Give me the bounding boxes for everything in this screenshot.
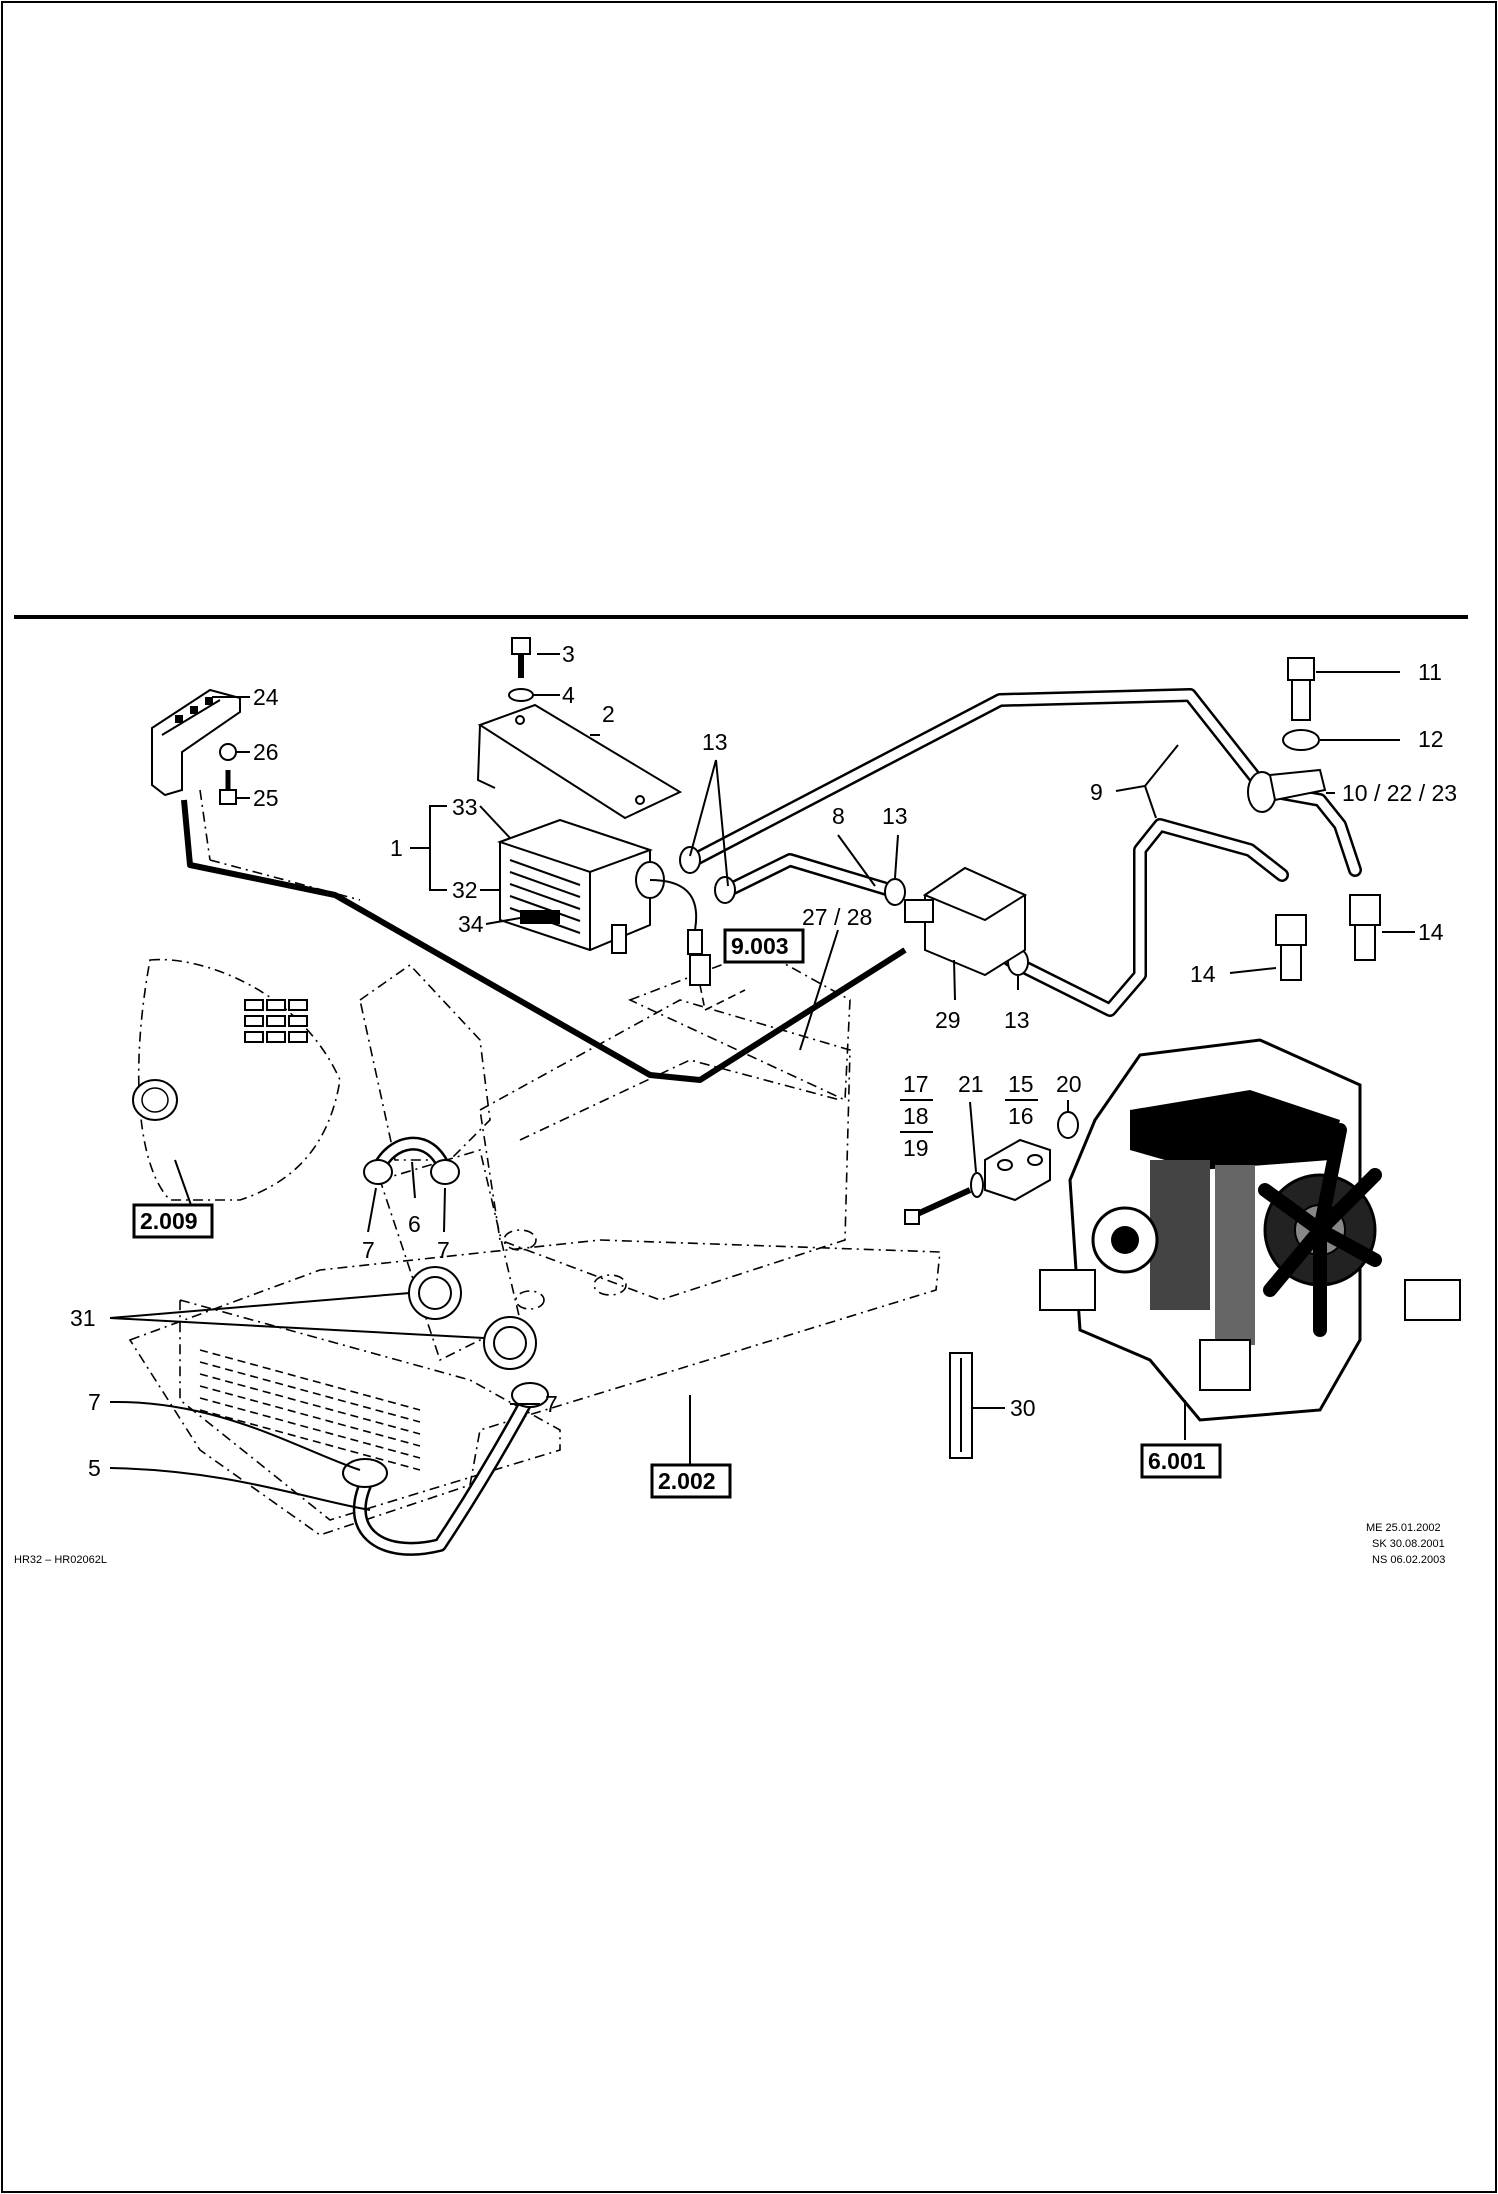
callout-3: 3 bbox=[562, 641, 575, 667]
washer-26 bbox=[219, 743, 237, 761]
washer-4 bbox=[508, 688, 534, 702]
callout-13-mid: 13 bbox=[882, 803, 908, 829]
callout-10-22-23: 10 / 22 / 23 bbox=[1342, 780, 1457, 806]
ref-6-001: 6.001 bbox=[1148, 1448, 1206, 1474]
revision-2: SK 30.08.2001 bbox=[1372, 1538, 1445, 1550]
cover-plate bbox=[476, 703, 683, 820]
washer-12 bbox=[1282, 729, 1320, 751]
heater-unit bbox=[496, 818, 703, 955]
callout-27-28: 27 / 28 bbox=[802, 904, 872, 930]
callout-6: 6 bbox=[408, 1211, 421, 1237]
control-panel bbox=[244, 999, 308, 1043]
reference-boxes: 9.003 2.009 2.002 6.001 bbox=[132, 928, 1222, 1499]
callout-8: 8 bbox=[832, 803, 845, 829]
callout-21: 21 bbox=[958, 1071, 984, 1097]
ref-9-003: 9.003 bbox=[731, 933, 789, 959]
ref-2-002: 2.002 bbox=[658, 1468, 716, 1494]
callout-16: 16 bbox=[1008, 1103, 1034, 1129]
callout-29: 29 bbox=[935, 1007, 961, 1033]
callout-13-top: 13 bbox=[702, 729, 728, 755]
callout-7-left-top: 7 bbox=[362, 1237, 375, 1263]
grommet-strip-30 bbox=[949, 1352, 973, 1459]
bracket-24 bbox=[151, 688, 241, 797]
hose-bracket bbox=[1247, 768, 1327, 813]
callout-19: 19 bbox=[903, 1135, 929, 1161]
callout-18: 18 bbox=[903, 1103, 929, 1129]
callout-15: 15 bbox=[1008, 1071, 1034, 1097]
callout-34: 34 bbox=[458, 911, 484, 937]
radiator-grille bbox=[179, 1298, 561, 1521]
callout-13-low: 13 bbox=[1004, 1007, 1030, 1033]
revision-1: ME 25.01.2002 bbox=[1366, 1522, 1441, 1534]
callout-4: 4 bbox=[562, 682, 575, 708]
callout-24: 24 bbox=[253, 684, 279, 710]
cable-27-28 bbox=[181, 799, 907, 1083]
callout-12: 12 bbox=[1418, 726, 1444, 752]
washer-21 bbox=[970, 1172, 984, 1198]
hose-clamp-13 bbox=[679, 846, 1029, 976]
engine-assembly bbox=[1039, 1038, 1461, 1422]
callout-7-right-bottom: 7 bbox=[545, 1391, 558, 1417]
air-hoses bbox=[342, 1136, 549, 1556]
callout-2: 2 bbox=[602, 701, 615, 727]
callout-14-left: 14 bbox=[1190, 961, 1216, 987]
drawing-code: HR32 – HR02062L bbox=[14, 1554, 107, 1566]
callout-31: 31 bbox=[70, 1305, 96, 1331]
callout-26: 26 bbox=[253, 739, 279, 765]
callout-labels: 3 4 2 33 1 32 34 24 26 25 13 8 13 27 / 2… bbox=[70, 641, 1457, 1481]
ref-2-009: 2.009 bbox=[140, 1208, 198, 1234]
callout-30: 30 bbox=[1010, 1395, 1036, 1421]
heater-hoses bbox=[683, 688, 1362, 1017]
fitting-14 bbox=[1275, 894, 1381, 981]
air-nozzle-31 bbox=[408, 1266, 537, 1370]
callout-11: 11 bbox=[1418, 659, 1442, 685]
callout-14-right: 14 bbox=[1418, 919, 1444, 945]
callout-7-left-bottom: 7 bbox=[88, 1389, 101, 1415]
connector-plug bbox=[689, 954, 746, 1011]
clamp-block bbox=[984, 1138, 1051, 1202]
callout-7-right-top: 7 bbox=[437, 1237, 450, 1263]
machine-frame-outline bbox=[128, 949, 941, 1536]
callout-1: 1 bbox=[390, 835, 403, 861]
callout-32: 32 bbox=[452, 877, 478, 903]
valve-29 bbox=[904, 866, 1028, 977]
bolt-11 bbox=[1287, 657, 1315, 721]
callout-33: 33 bbox=[452, 794, 478, 820]
callout-20: 20 bbox=[1056, 1071, 1082, 1097]
callout-25: 25 bbox=[253, 785, 279, 811]
bolt-19 bbox=[904, 1187, 972, 1225]
bolt-3 bbox=[511, 637, 531, 678]
callout-17: 17 bbox=[903, 1071, 929, 1097]
revision-3: NS 06.02.2003 bbox=[1372, 1554, 1445, 1566]
callout-9: 9 bbox=[1090, 779, 1103, 805]
nut-20 bbox=[1057, 1111, 1079, 1139]
callout-5: 5 bbox=[88, 1455, 101, 1481]
screw-25 bbox=[219, 770, 237, 805]
leader-lines bbox=[109, 653, 1415, 1511]
